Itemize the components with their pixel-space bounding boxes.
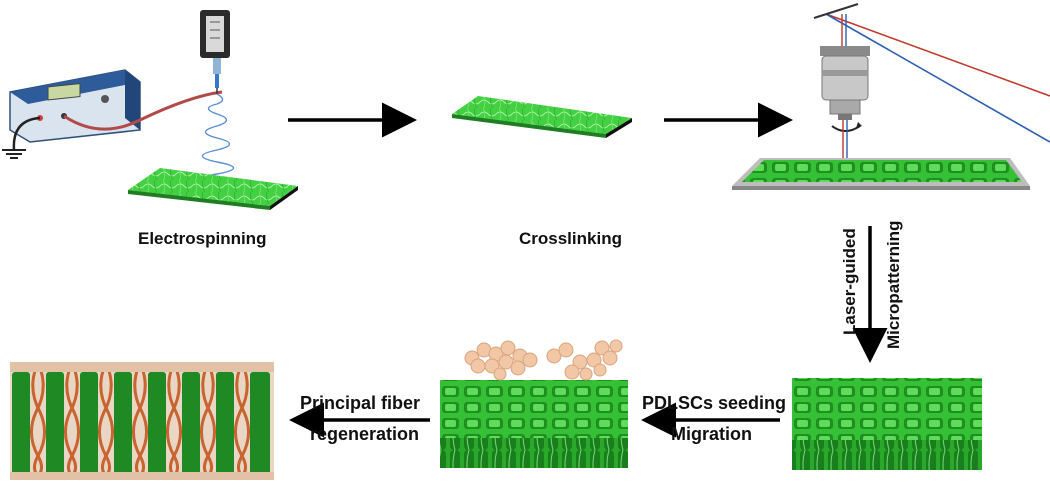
label-regeneration: regeneration bbox=[310, 424, 420, 444]
micropatterned-scaffold bbox=[792, 378, 982, 470]
galvo-mirror bbox=[813, 3, 859, 19]
rotation-arrow-icon bbox=[831, 125, 861, 132]
power-supply-icon bbox=[9, 69, 141, 143]
regenerated-fiber-scaffold bbox=[10, 362, 274, 480]
syringe-pump-icon bbox=[200, 10, 230, 94]
label-electrospinning: Electrospinning bbox=[138, 229, 267, 248]
label-migration: Migration bbox=[671, 424, 752, 444]
laser-beam-blue bbox=[825, 13, 1050, 143]
patterned-mat-top bbox=[732, 158, 1030, 190]
polymer-jet-spiral bbox=[198, 93, 235, 187]
laser-beam-red bbox=[825, 13, 1050, 97]
high-voltage-cable bbox=[63, 90, 223, 131]
label-micropatterning: Micropatterning bbox=[884, 220, 903, 349]
objective-lens-icon bbox=[820, 46, 870, 120]
label-pdlscs-seeding: PDLSCs seeding bbox=[642, 393, 787, 413]
cell-seeded-scaffold bbox=[440, 339, 628, 468]
collected-fiber-mat bbox=[128, 168, 298, 210]
crosslinked-mat bbox=[452, 96, 632, 138]
cell-cluster-right bbox=[546, 339, 623, 381]
laser-patterning-setup bbox=[732, 3, 1050, 190]
cell-cluster-left bbox=[464, 340, 538, 381]
label-principal-fiber: Principal fiber bbox=[300, 393, 421, 413]
ground-symbol-icon bbox=[2, 116, 41, 159]
label-crosslinking: Crosslinking bbox=[519, 229, 622, 248]
electrospinning-setup bbox=[2, 10, 298, 210]
label-laser-guided: Laser-guided bbox=[840, 228, 859, 335]
